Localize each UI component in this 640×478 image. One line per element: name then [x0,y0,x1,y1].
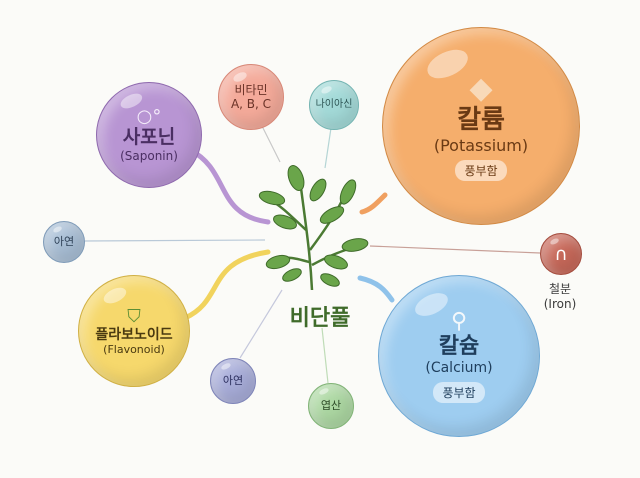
zinc-bottom-connector [239,289,283,359]
zinc-left-connector [82,239,266,242]
vitamin-node[interactable]: 비타민 A, B, C [218,64,284,130]
potassium-node[interactable]: ◆ 칼륨 (Potassium) 풍부함 [382,27,580,225]
rich-badge: 풍부함 [455,160,507,182]
saponin-connector [187,147,271,225]
folic-node[interactable]: 엽산 [308,383,354,429]
shield-leaf-icon: ⛉ [127,305,141,327]
calcium-connector [357,275,395,303]
iron-node[interactable]: ∩ [540,233,582,275]
zinc-bottom-node[interactable]: 아연 [210,358,256,404]
rich-badge: 풍부함 [433,381,485,403]
bubbles-icon: ○° [136,106,162,128]
flavonoid-node[interactable]: ⛉ 플라보노이드 (Flavonoid) [78,275,190,387]
niacin-node[interactable]: 나이아신 [309,80,359,130]
iron-label: 철분 (Iron) [543,282,577,311]
saponin-node[interactable]: ○° 사포닌 (Saponin) [96,82,202,188]
bone-icon: ⚲ [450,309,468,335]
crystal-icon: ◆ [469,70,493,106]
plant-illustration [258,165,369,291]
iron-connector [369,245,541,254]
folic-connector [321,327,329,384]
potassium-connector [359,192,388,215]
niacin-connector [324,127,332,169]
magnet-icon: ∩ [554,243,568,265]
center-plant-label: 비단풀 [289,306,351,331]
calcium-node[interactable]: ⚲ 칼슘 (Calcium) 풍부함 [378,275,540,437]
flavonoid-connector [182,249,271,321]
zinc-left-node[interactable]: 아연 [43,221,85,263]
vitamin-connector [261,125,281,163]
